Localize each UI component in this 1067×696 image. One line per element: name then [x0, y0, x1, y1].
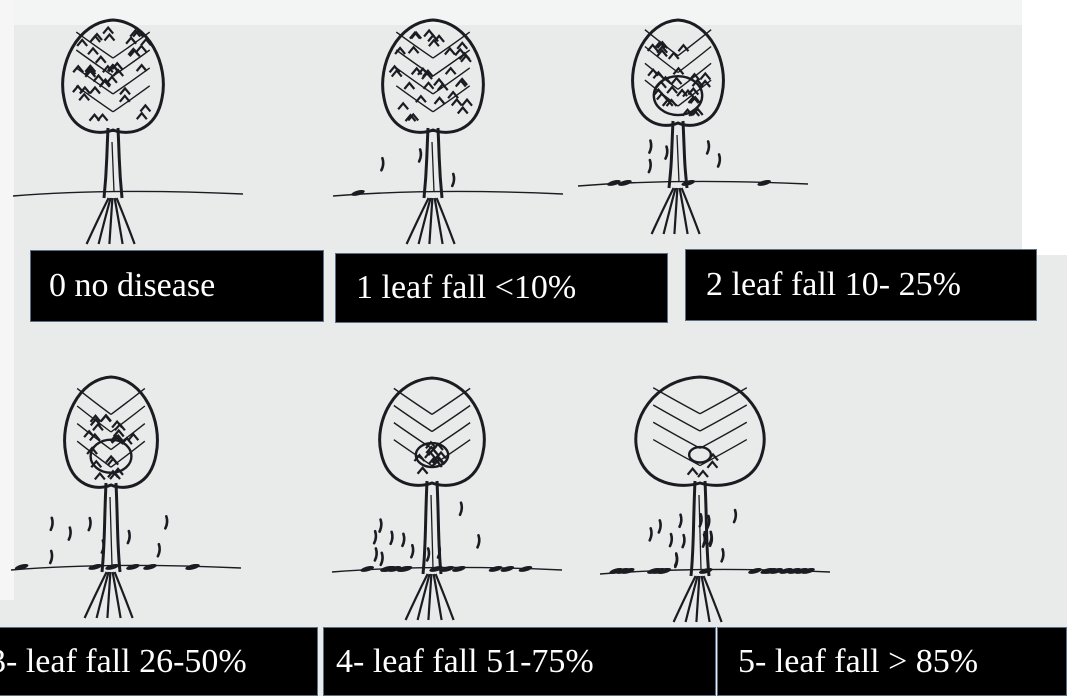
paper-strip-left [0, 0, 14, 600]
panel-label-5: 5- leaf fall > 85% [717, 627, 1067, 696]
paper-strip-top [0, 0, 1067, 25]
panel-label-3: 3- leaf fall 26-50% [0, 627, 318, 696]
panel-label-4: 4- leaf fall 51-75% [323, 627, 716, 696]
panel-label-2: 2 leaf fall 10- 25% [685, 249, 1037, 321]
paper-strip-right [1022, 0, 1067, 255]
panel-label-1: 1 leaf fall <10% [335, 253, 668, 323]
panel-label-0: 0 no disease [30, 250, 324, 322]
